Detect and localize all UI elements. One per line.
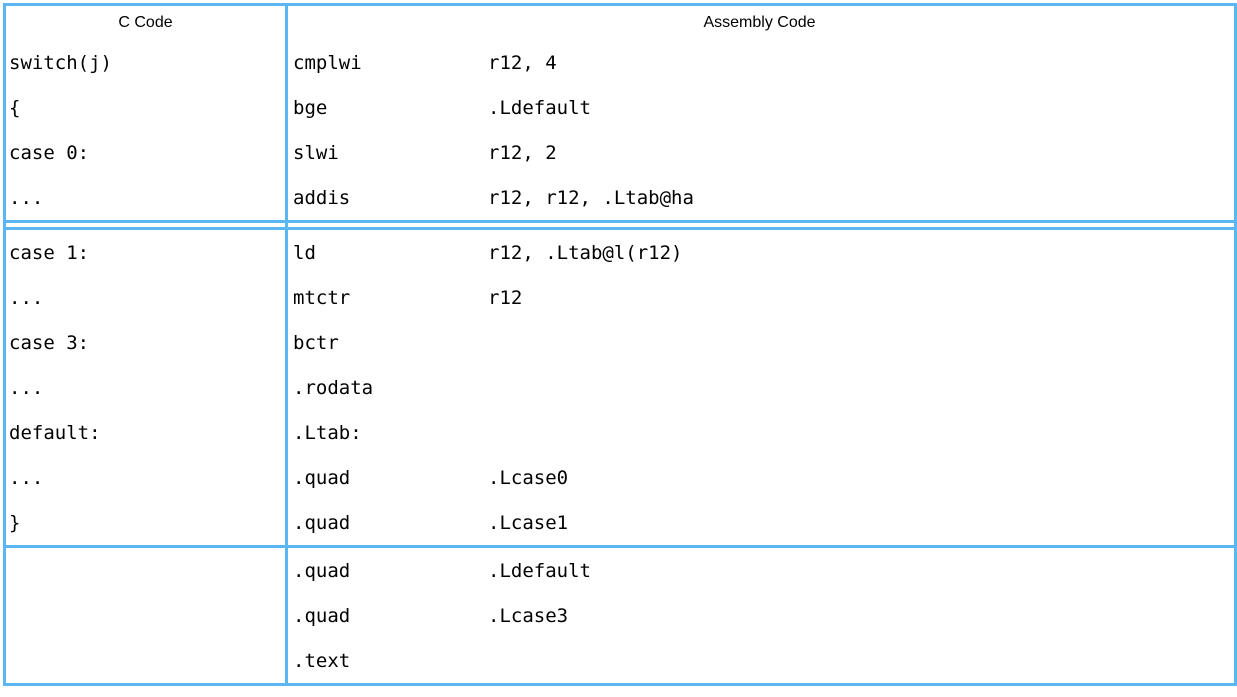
asm-mnemonic: slwi <box>293 142 488 164</box>
column-divider <box>285 6 288 683</box>
asm-operands: r12, .Ltab@l(r12) <box>488 242 682 264</box>
c-code-line: ... <box>6 175 285 220</box>
asm-code-line: .quad.Lcase0 <box>285 455 1234 500</box>
table-section: .quad.Ldefault.quad.Lcase3.text <box>6 548 1234 683</box>
asm-operands: .Lcase0 <box>488 467 568 489</box>
asm-mnemonic: .quad <box>293 467 488 489</box>
c-code-cell: case 1:...case 3:...default:...} <box>6 230 285 545</box>
assembly-code-cell: cmplwir12, 4bge.Ldefaultslwir12, 2addisr… <box>285 40 1234 220</box>
asm-mnemonic: addis <box>293 187 488 209</box>
assembly-code-cell: ldr12, .Ltab@l(r12)mtctrr12bctr.rodata.L… <box>285 230 1234 545</box>
c-code-line: case 0: <box>6 130 285 175</box>
asm-mnemonic: .quad <box>293 605 488 627</box>
c-code-line: ... <box>6 455 285 500</box>
asm-code-line: .rodata <box>285 365 1234 410</box>
asm-code-line: ldr12, .Ltab@l(r12) <box>285 230 1234 275</box>
section-divider-double <box>6 220 1234 230</box>
c-code-line: ... <box>6 365 285 410</box>
c-code-line: { <box>6 85 285 130</box>
table-body: switch(j){case 0:...cmplwir12, 4bge.Ldef… <box>6 40 1234 683</box>
asm-code-line: .Ltab: <box>285 410 1234 455</box>
asm-mnemonic: bge <box>293 97 488 119</box>
c-code-line: case 3: <box>6 320 285 365</box>
header-assembly-code: Assembly Code <box>285 6 1234 40</box>
asm-mnemonic: cmplwi <box>293 52 488 74</box>
table-header-row: C Code Assembly Code <box>6 6 1234 40</box>
asm-mnemonic: ld <box>293 242 488 264</box>
asm-operands: r12, 4 <box>488 52 557 74</box>
asm-mnemonic: .text <box>293 650 488 672</box>
asm-code-line: .quad.Lcase3 <box>285 593 1234 638</box>
asm-code-line: slwir12, 2 <box>285 130 1234 175</box>
asm-mnemonic: .Ltab: <box>293 422 488 444</box>
c-code-line: ... <box>6 275 285 320</box>
asm-code-line: bge.Ldefault <box>285 85 1234 130</box>
assembly-code-cell: .quad.Ldefault.quad.Lcase3.text <box>285 548 1234 683</box>
asm-code-line: .quad.Lcase1 <box>285 500 1234 545</box>
asm-operands: r12 <box>488 287 522 309</box>
header-c-code: C Code <box>6 6 285 40</box>
table-section: case 1:...case 3:...default:...}ldr12, .… <box>6 230 1234 545</box>
asm-operands: .Ldefault <box>488 97 591 119</box>
table-section: switch(j){case 0:...cmplwir12, 4bge.Ldef… <box>6 40 1234 220</box>
asm-mnemonic: .quad <box>293 512 488 534</box>
code-comparison-table: C Code Assembly Code switch(j){case 0:..… <box>3 3 1237 686</box>
asm-mnemonic: .quad <box>293 560 488 582</box>
asm-code-line: .quad.Ldefault <box>285 548 1234 593</box>
asm-code-line: bctr <box>285 320 1234 365</box>
c-code-cell <box>6 548 285 683</box>
asm-operands: r12, r12, .Ltab@ha <box>488 187 694 209</box>
asm-operands: .Ldefault <box>488 560 591 582</box>
asm-mnemonic: .rodata <box>293 377 488 399</box>
c-code-cell: switch(j){case 0:... <box>6 40 285 220</box>
asm-mnemonic: mtctr <box>293 287 488 309</box>
c-code-line: case 1: <box>6 230 285 275</box>
asm-operands: .Lcase3 <box>488 605 568 627</box>
asm-operands: r12, 2 <box>488 142 557 164</box>
c-code-line: switch(j) <box>6 40 285 85</box>
asm-code-line: addisr12, r12, .Ltab@ha <box>285 175 1234 220</box>
c-code-line: default: <box>6 410 285 455</box>
asm-code-line: cmplwir12, 4 <box>285 40 1234 85</box>
c-code-line: } <box>6 500 285 545</box>
asm-code-line: .text <box>285 638 1234 683</box>
asm-operands: .Lcase1 <box>488 512 568 534</box>
asm-mnemonic: bctr <box>293 332 488 354</box>
asm-code-line: mtctrr12 <box>285 275 1234 320</box>
